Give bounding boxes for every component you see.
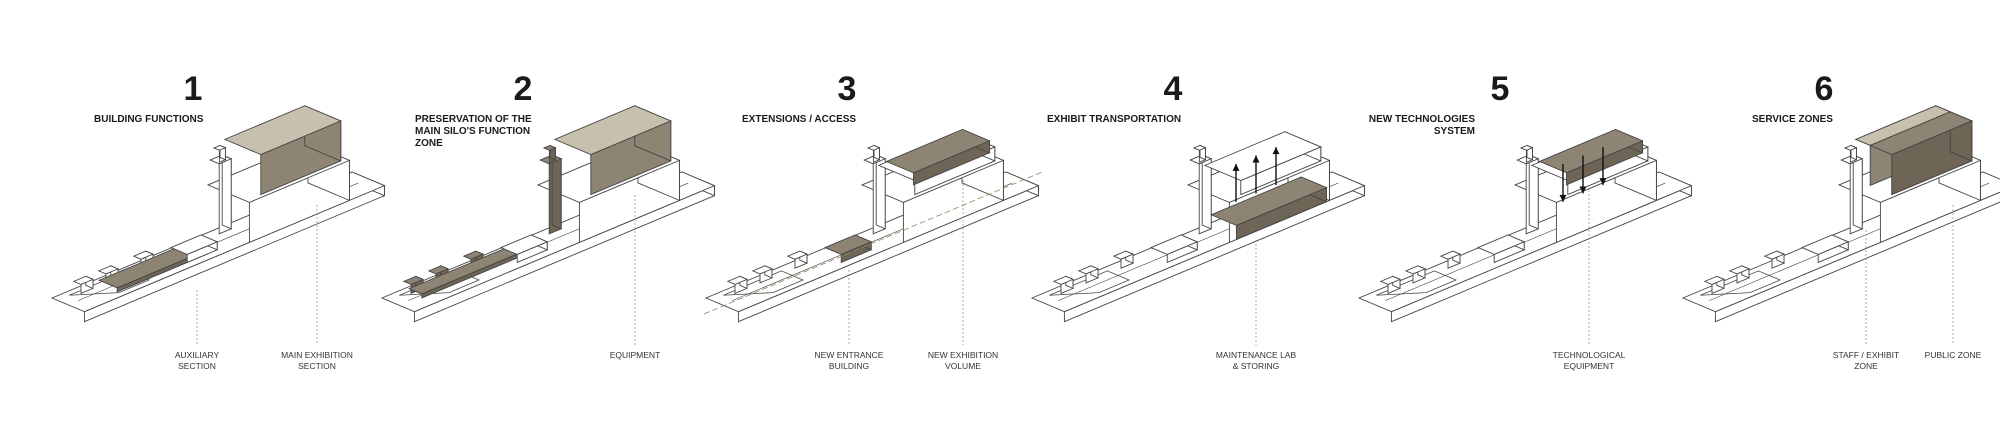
lab-slab-top xyxy=(1210,176,1328,226)
entrance-building-top xyxy=(823,234,873,255)
entrance-building-top xyxy=(1149,234,1199,255)
kiosk-2-top xyxy=(751,265,774,275)
panel-4-callout-maintenance-lab: MAINTENANCE LAB& STORING xyxy=(1215,350,1297,371)
kiosk-1-top xyxy=(402,275,425,285)
volume-slab-top xyxy=(1538,128,1644,174)
public-zone-top xyxy=(1869,111,1973,156)
kiosk-1-top xyxy=(1703,275,1726,285)
panel-1-drawing xyxy=(50,105,386,323)
kiosk-2-top xyxy=(1404,265,1427,275)
panel-2-drawing xyxy=(380,105,716,323)
kiosk-3-top xyxy=(1439,250,1462,260)
silo-cap-top xyxy=(1519,144,1534,151)
panel-3-title: EXTENSIONS / ACCESS xyxy=(742,114,857,125)
arrow-head-2 xyxy=(1579,186,1587,194)
entrance-building-top xyxy=(1800,234,1850,255)
panel-4-drawing xyxy=(1030,131,1366,323)
base-platform-front xyxy=(737,185,1039,323)
exhibition-volume-top xyxy=(223,105,342,156)
kiosk-1-top xyxy=(726,275,749,285)
kiosk-1-top xyxy=(1379,275,1402,285)
panel-6-number: 6 xyxy=(1814,70,1834,108)
arrow-head-3 xyxy=(1599,178,1607,186)
panel-1-title: BUILDING FUNCTIONS xyxy=(94,114,204,125)
silo-tower-side xyxy=(551,154,562,230)
silo-tower-side xyxy=(221,154,232,230)
kiosk-3-top xyxy=(1112,250,1135,260)
kiosk-2-top xyxy=(427,265,450,275)
kiosk-2-top xyxy=(97,265,120,275)
entrance-building-top xyxy=(169,234,219,255)
silo-cap-top xyxy=(542,144,557,151)
panel-6-title: SERVICE ZONES xyxy=(1752,114,1833,125)
silo-cap-top xyxy=(1843,144,1858,151)
silo-tower-side xyxy=(1852,154,1863,230)
kiosk-3-top xyxy=(1763,250,1786,260)
kiosk-3-top xyxy=(786,250,809,260)
exhibition-volume-top xyxy=(553,105,672,156)
panel-6-drawing xyxy=(1681,105,2000,323)
silo-cap-top xyxy=(1192,144,1207,151)
panel-1-number: 1 xyxy=(183,70,203,108)
base-platform-front xyxy=(1063,185,1365,323)
entrance-building-top xyxy=(1476,234,1526,255)
panel-4-number: 4 xyxy=(1163,70,1183,108)
panel-3-drawing xyxy=(703,128,1045,323)
entrance-building-top xyxy=(499,234,549,255)
base-platform-front xyxy=(413,185,715,323)
kiosk-1-top xyxy=(1052,275,1075,285)
arrow-head-1 xyxy=(1559,194,1567,202)
panel-6-callout-public-zone: PUBLIC ZONE xyxy=(1924,350,1982,360)
kiosk-3-top xyxy=(132,250,155,260)
arrow-head-2 xyxy=(1252,155,1260,163)
panel-2-number: 2 xyxy=(513,70,533,108)
panel-5-number: 5 xyxy=(1490,70,1510,108)
kiosk-3-top xyxy=(462,250,485,260)
panel-3-number: 3 xyxy=(837,70,857,108)
arrow-head-1 xyxy=(1232,163,1240,171)
base-platform-front xyxy=(1390,185,1692,323)
volume-slab-top xyxy=(885,128,991,174)
silo-cap-top xyxy=(866,144,881,151)
panel-2-callout-equipment: EQUIPMENT xyxy=(609,350,661,360)
kiosk-2-top xyxy=(1728,265,1751,275)
panel-5-drawing xyxy=(1357,128,1693,323)
arrow-head-3 xyxy=(1272,147,1280,155)
access-line xyxy=(703,170,1045,315)
silo-cap-top xyxy=(212,144,227,151)
panel-4-title: EXHIBIT TRANSPORTATION xyxy=(1047,114,1182,125)
base-platform-front xyxy=(83,185,385,323)
kiosk-1-top xyxy=(72,275,95,285)
kiosk-2-top xyxy=(1077,265,1100,275)
